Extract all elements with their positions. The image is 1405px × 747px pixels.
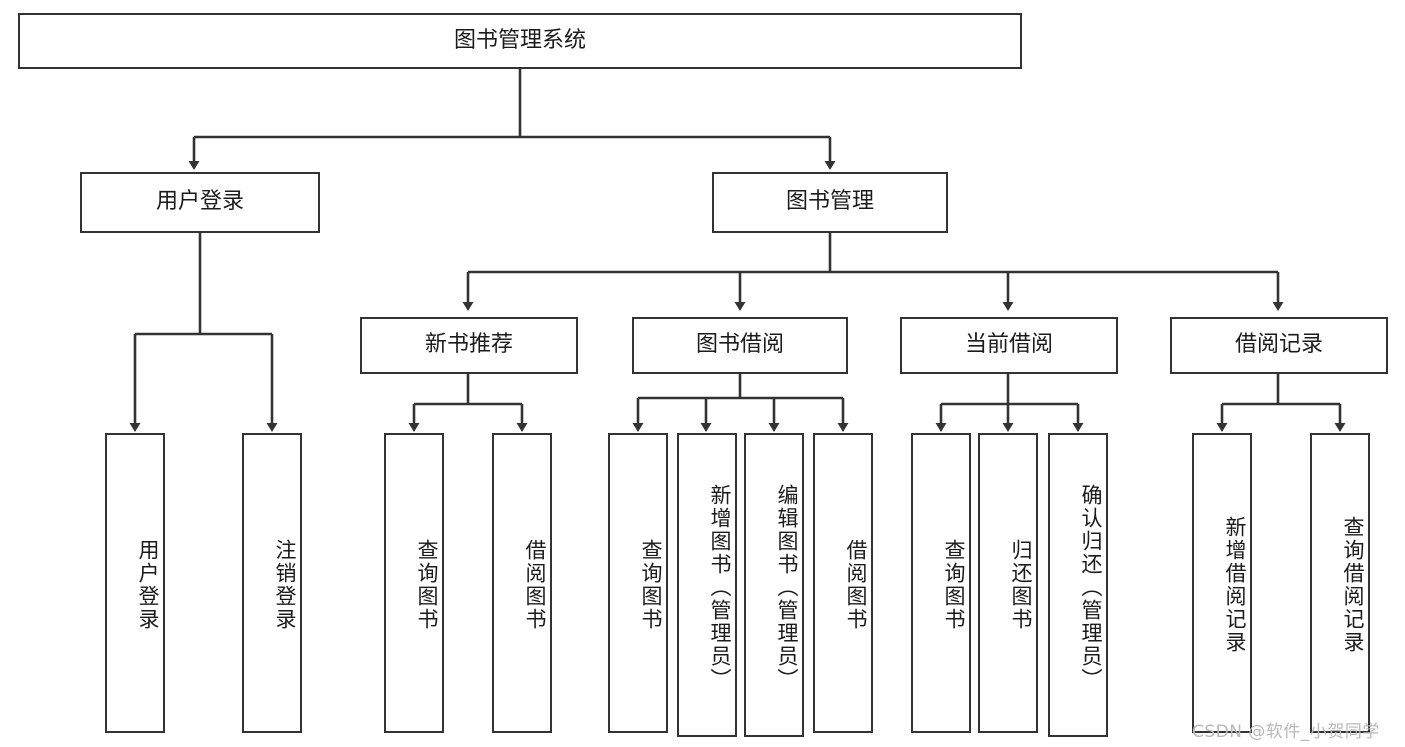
node-label: 新书推荐 — [424, 332, 513, 358]
node-label: 图书管理系统 — [453, 27, 586, 53]
node-label: 借阅记录 — [1234, 332, 1323, 358]
node-label: 新增图书（管理员） — [708, 483, 732, 691]
leaf-borrow-book-recommend[interactable]: 借阅图书 — [492, 433, 552, 733]
leaf-user-login[interactable]: 用户登录 — [105, 433, 165, 733]
node-label: 用户登录 — [136, 539, 160, 631]
watermark-csdn: CSDN @软件_小贺同学 — [1192, 722, 1380, 742]
leaf-add-book-admin[interactable]: 新增图书（管理员） — [677, 433, 737, 737]
leaf-confirm-return-admin[interactable]: 确认归还（管理员） — [1048, 433, 1108, 737]
node-current-borrow[interactable]: 当前借阅 — [900, 317, 1118, 374]
leaf-query-borrow-record[interactable]: 查询借阅记录 — [1310, 433, 1370, 733]
node-label: 图书借阅 — [695, 332, 784, 358]
leaf-query-book-recommend[interactable]: 查询图书 — [384, 433, 444, 733]
node-label: 查询借阅记录 — [1341, 516, 1365, 654]
leaf-user-logout[interactable]: 注销登录 — [242, 433, 302, 733]
node-borrow-record[interactable]: 借阅记录 — [1170, 317, 1388, 374]
node-label: 借阅图书 — [844, 539, 868, 631]
node-label: 查询图书 — [942, 539, 966, 631]
node-label: 图书管理 — [785, 189, 874, 215]
node-label: 新增借阅记录 — [1223, 516, 1247, 654]
leaf-edit-book-admin[interactable]: 编辑图书（管理员） — [744, 433, 804, 737]
node-label: 查询图书 — [415, 539, 439, 631]
leaf-return-book[interactable]: 归还图书 — [978, 433, 1038, 733]
node-new-book-recommend[interactable]: 新书推荐 — [360, 317, 578, 374]
node-book-borrow[interactable]: 图书借阅 — [632, 317, 848, 374]
leaf-add-borrow-record[interactable]: 新增借阅记录 — [1192, 433, 1252, 733]
leaf-query-book-borrow[interactable]: 查询图书 — [608, 433, 668, 733]
node-book-management[interactable]: 图书管理 — [712, 172, 948, 233]
node-label: 编辑图书（管理员） — [775, 483, 799, 691]
node-label: 注销登录 — [273, 539, 297, 631]
node-user-login[interactable]: 用户登录 — [80, 172, 320, 233]
leaf-borrow-book[interactable]: 借阅图书 — [813, 433, 873, 733]
leaf-query-book-current[interactable]: 查询图书 — [911, 433, 971, 733]
node-label: 归还图书 — [1009, 539, 1033, 631]
node-root-book-management-system[interactable]: 图书管理系统 — [18, 13, 1022, 69]
node-label: 当前借阅 — [964, 332, 1053, 358]
node-label: 用户登录 — [155, 189, 244, 215]
node-label: 确认归还（管理员） — [1079, 483, 1103, 691]
node-label: 查询图书 — [639, 539, 663, 631]
node-label: 借阅图书 — [523, 539, 547, 631]
